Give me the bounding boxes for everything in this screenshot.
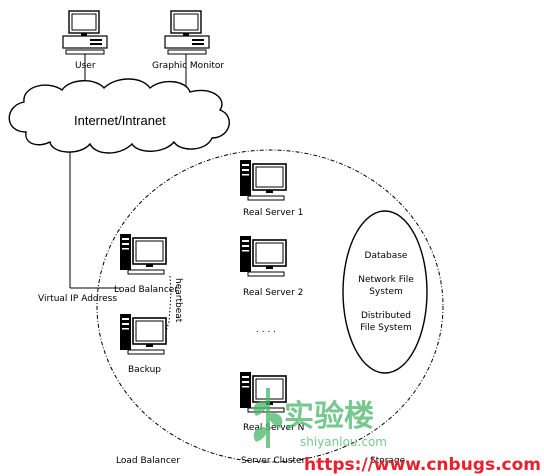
internet-cloud [8,78,230,154]
bottom-server-cluster-label: Server Cluster [241,456,306,466]
watermark-chinese-text: 实验楼 [284,399,374,434]
cloud-label: Internet/Intranet [74,113,166,128]
real-server-2-label: Real Server 2 [243,288,303,298]
storage-distributed-fs-label-line2: File System [360,323,411,333]
storage-labels: Database Network File System Distributed… [358,251,414,333]
load-balancer-computer-icon [119,233,167,275]
backup-computer-icon [119,313,167,355]
real-server-1-label: Real Server 1 [243,208,303,218]
storage-database-label: Database [365,251,408,261]
graphic-monitor-label: Graphic Monitor [152,61,224,71]
real-server-1-computer-icon [239,159,287,201]
heartbeat-label: heartbeat [173,278,183,323]
backup-label: Backup [128,365,161,375]
cluster-boundary [96,149,444,463]
virtual-ip-label: Virtual IP Address [38,294,117,304]
storage-ellipse [342,210,428,374]
storage-distributed-fs-label-line1: Distributed [361,311,411,321]
servers-ellipsis: . . . . [256,325,276,335]
storage-network-fs-label-line1: Network File [358,275,414,285]
shiyanlou-watermark: 实验楼 shiyanlou.com [253,388,387,449]
load-balancer-label: Load Balancer [114,285,178,295]
real-server-n-label: Real Server N [243,423,304,433]
user-computer-icon [62,10,108,55]
graphic-monitor-computer-icon [164,10,210,55]
watermark-url-text: https://www.cnbugs.com [304,455,541,475]
user-label: User [75,61,96,71]
heartbeat-link [164,275,172,335]
real-server-2-computer-icon [239,235,287,277]
watermark-site-text: shiyanlou.com [300,435,387,449]
bottom-storage-label: Storage [370,456,406,466]
storage-network-fs-label-line2: System [369,287,403,297]
bottom-load-balancer-label: Load Balancer [116,456,180,466]
shiyanlou-logo-icon [253,388,283,448]
